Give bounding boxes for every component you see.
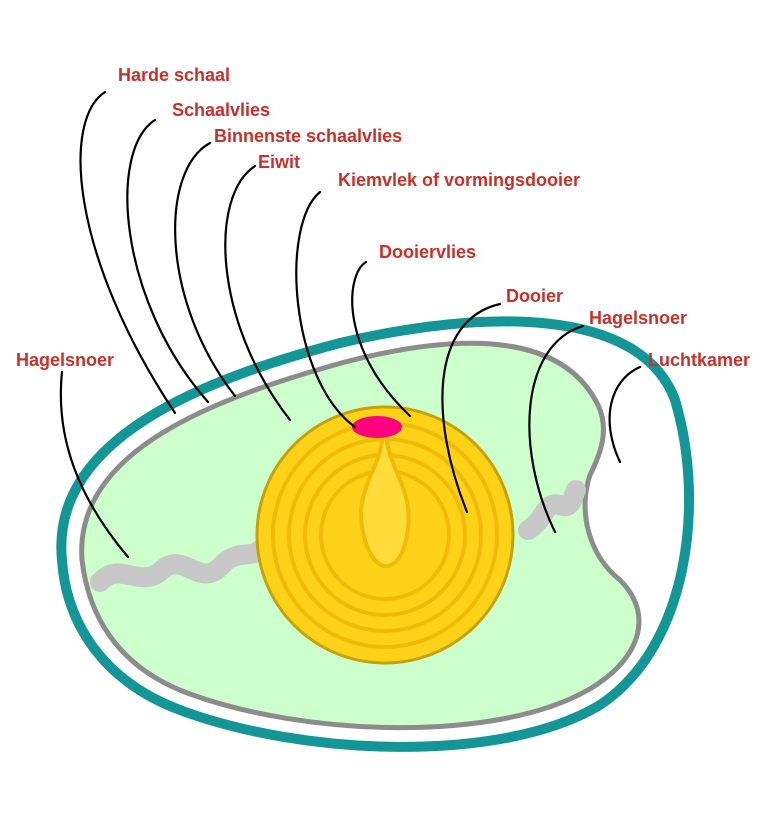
- chalaza-left: [90, 538, 272, 592]
- leader-eiwit: [224, 164, 292, 422]
- label-hagelsnoer-right: Hagelsnoer: [589, 308, 688, 328]
- label-kiemvlek: Kiemvlek of vormingsdooier: [338, 170, 581, 190]
- germinal-disc: [352, 416, 402, 438]
- leader-dooiervlies: [351, 260, 412, 418]
- label-luchtkamer: Luchtkamer: [648, 350, 751, 370]
- label-hagelsnoer-left: Hagelsnoer: [16, 350, 115, 370]
- yolk: [255, 405, 515, 665]
- leader-hagelsnoer-right: [528, 324, 585, 534]
- chalaza-right: [518, 480, 586, 540]
- label-schaalvlies: Schaalvlies: [172, 100, 271, 120]
- label-dooier: Dooier: [506, 286, 564, 306]
- label-dooiervlies: Dooiervlies: [379, 242, 477, 262]
- label-binnenste-schaalvlies: Binnenste schaalvlies: [214, 126, 403, 146]
- leader-schaalvlies: [126, 118, 210, 404]
- leader-dooier: [441, 302, 502, 514]
- leader-hagelsnoer-left: [59, 370, 130, 559]
- leader-harde-schaal: [79, 90, 177, 415]
- leader-kiemvlek: [295, 190, 357, 429]
- label-harde-schaal: Harde schaal: [118, 65, 231, 85]
- leader-binnenste-schaalvlies: [174, 141, 237, 398]
- label-eiwit: Eiwit: [258, 152, 301, 172]
- leader-luchtkamer: [608, 365, 642, 464]
- leader-lines: [59, 90, 642, 559]
